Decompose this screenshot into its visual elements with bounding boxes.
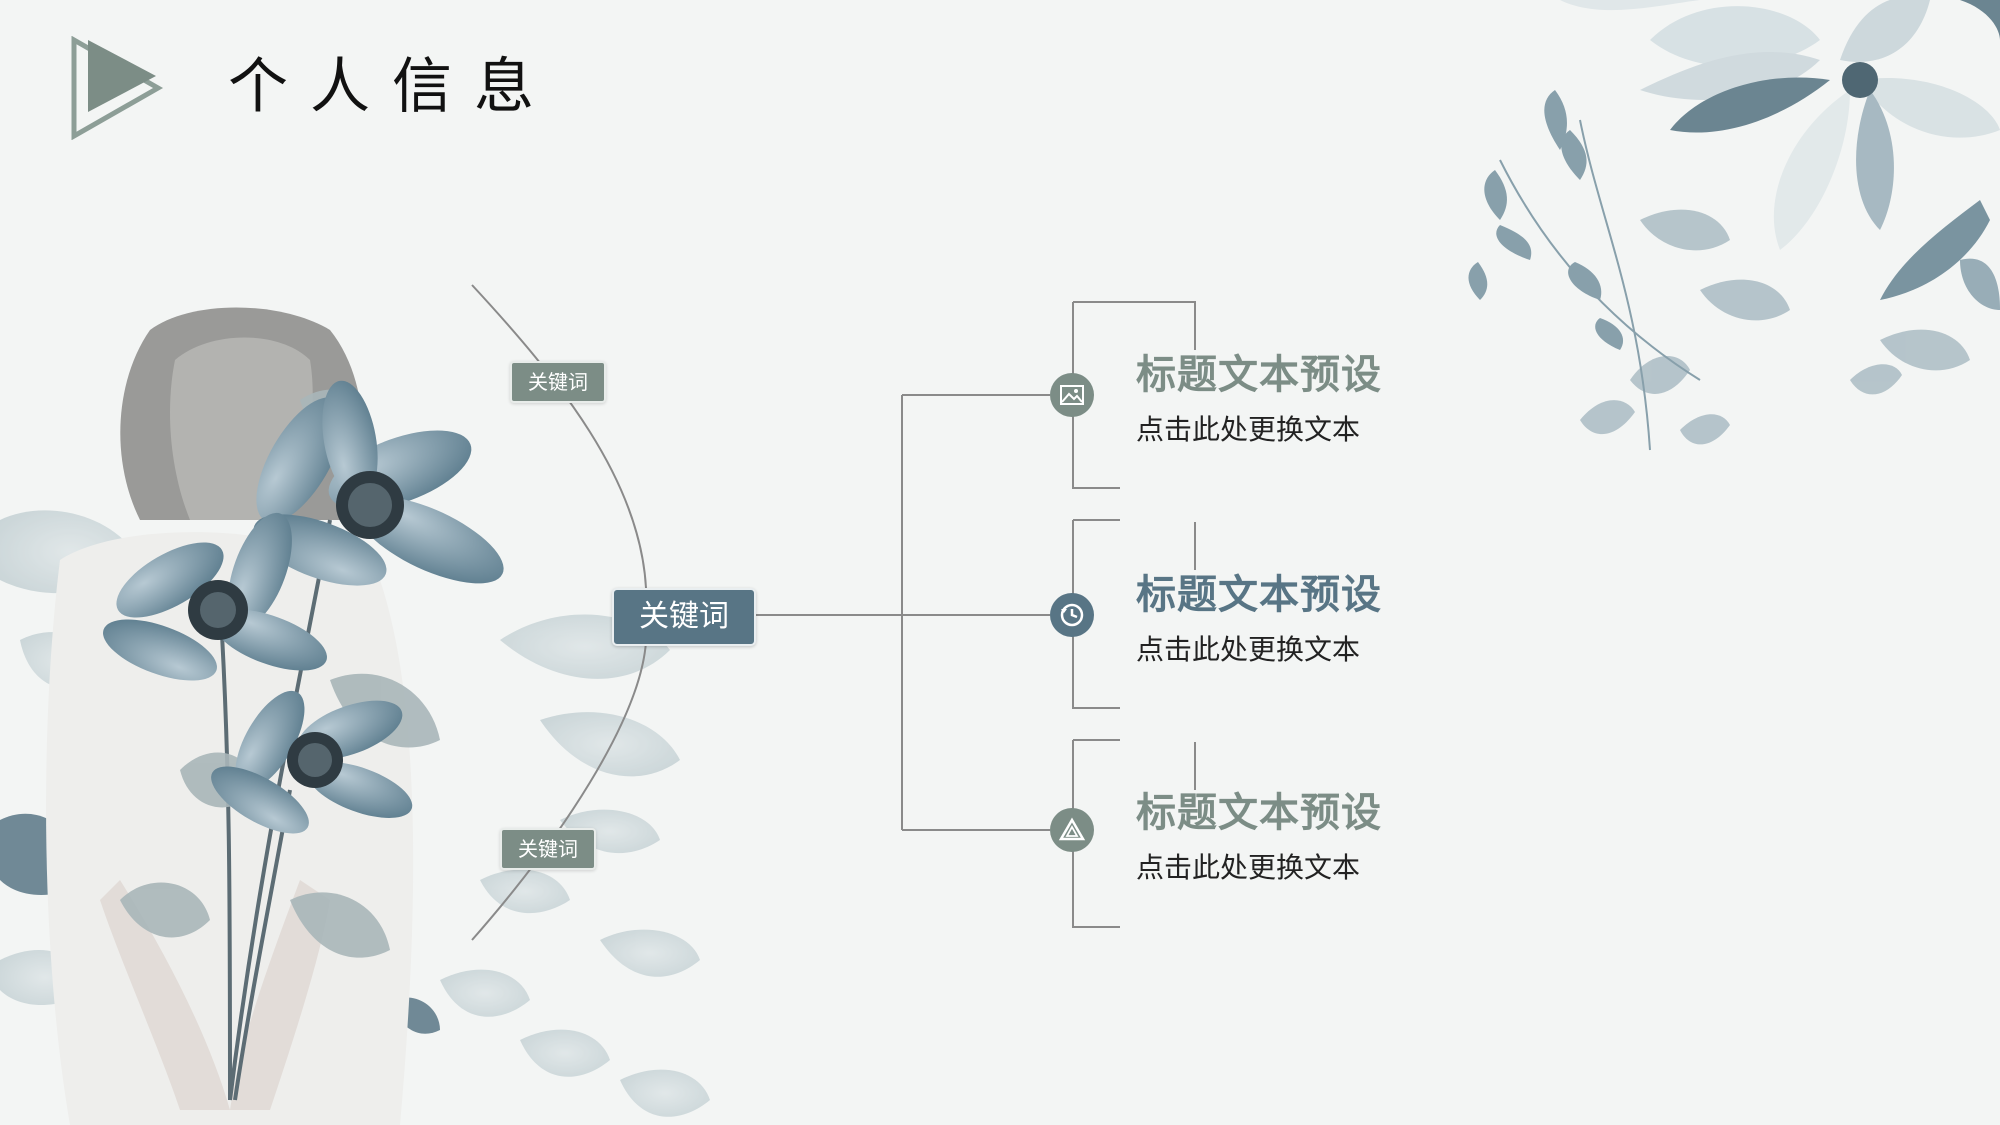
item-desc-2[interactable]: 点击此处更换文本 xyxy=(1136,633,1361,666)
girl-with-flowers-illustration xyxy=(0,307,710,1125)
item-title-3: 标题文本预设 xyxy=(1136,790,1382,836)
center-keyword-tag[interactable]: 关键词 xyxy=(612,588,756,646)
play-triangle-icon xyxy=(71,36,164,140)
triangle-recycle-icon xyxy=(1050,808,1094,852)
landscape-photo-icon xyxy=(1050,373,1094,417)
keyword-tag-bottom[interactable]: 关键词 xyxy=(500,828,596,870)
keyword-tag-top[interactable]: 关键词 xyxy=(510,361,606,403)
mindmap-connector-lines xyxy=(471,284,1196,941)
item-desc-3[interactable]: 点击此处更换文本 xyxy=(1136,851,1361,884)
top-right-floral-decoration xyxy=(1468,0,2000,451)
page-title: 个人信息 xyxy=(228,52,556,122)
item-desc-1[interactable]: 点击此处更换文本 xyxy=(1136,413,1361,446)
item-title-2: 标题文本预设 xyxy=(1136,572,1382,618)
clock-history-icon xyxy=(1050,593,1094,637)
item-title-1: 标题文本预设 xyxy=(1136,352,1382,398)
